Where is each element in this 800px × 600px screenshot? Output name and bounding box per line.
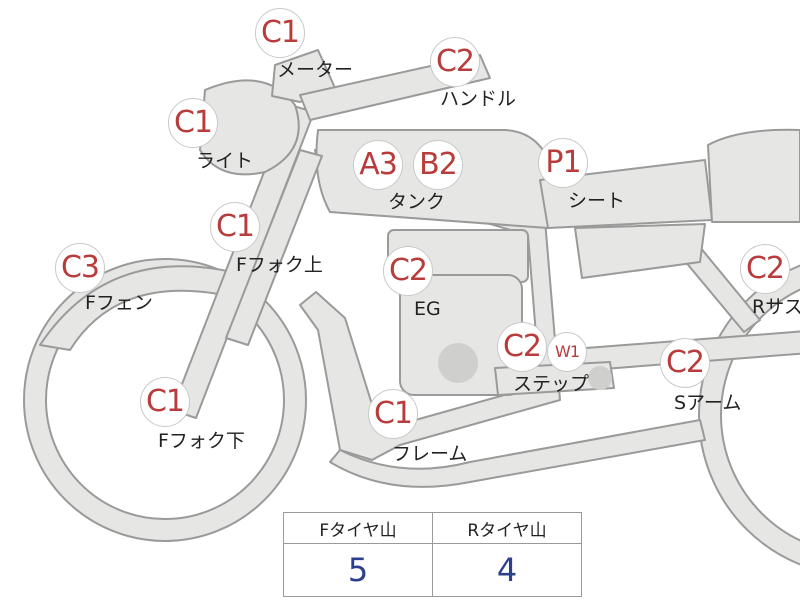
- rear-suspension-label: Rサス: [752, 296, 800, 318]
- rear-suspension-code-c2: C2: [740, 244, 790, 294]
- tank-code-a3: A3: [353, 140, 403, 190]
- tank-label: タンク: [388, 191, 446, 213]
- front-fork-upper-label: Fフォク上: [236, 254, 323, 276]
- front-fork-upper-code-c1: C1: [210, 202, 260, 252]
- meter-label: メーター: [277, 59, 354, 81]
- frame-label: フレーム: [392, 443, 468, 465]
- light-code-c1: C1: [168, 98, 218, 148]
- handle-label: ハンドル: [440, 88, 517, 110]
- meter-code-c1: C1: [255, 8, 305, 58]
- tank-code-b2: B2: [413, 140, 463, 190]
- seat-label: シート: [568, 190, 626, 212]
- rear-tire-value: 4: [432, 543, 582, 597]
- frame-code-c1: C1: [368, 389, 418, 439]
- front-fork-lower-label: Fフォク下: [158, 430, 245, 452]
- light-label: ライト: [196, 150, 254, 172]
- front-tire-value: 5: [283, 543, 433, 597]
- handle-code-c2: C2: [430, 37, 480, 87]
- tire-tread-table: Fタイヤ山 Rタイヤ山 5 4: [283, 512, 582, 597]
- step-label: ステップ: [513, 373, 590, 395]
- front-tire-header: Fタイヤ山: [283, 512, 433, 544]
- step-code-c2: C2: [497, 322, 547, 372]
- engine-label: EG: [414, 298, 441, 320]
- tire-table-header-row: Fタイヤ山 Rタイヤ山: [283, 512, 582, 544]
- front-fork-lower-code-c1: C1: [140, 377, 190, 427]
- engine-code-c2: C2: [383, 246, 433, 296]
- seat-code-p1: P1: [538, 138, 588, 188]
- rear-tire-header: Rタイヤ山: [432, 512, 582, 544]
- front-fender-code-c3: C3: [55, 243, 105, 293]
- headlight-shape: [199, 79, 300, 176]
- swing-arm-label: Sアーム: [674, 392, 742, 414]
- frame-shape: [299, 149, 561, 461]
- swing-arm-code-c2: C2: [660, 338, 710, 388]
- step-code-w1: W1: [547, 332, 587, 372]
- tire-table-value-row: 5 4: [283, 543, 582, 597]
- front-fender-label: Fフェン: [85, 292, 153, 314]
